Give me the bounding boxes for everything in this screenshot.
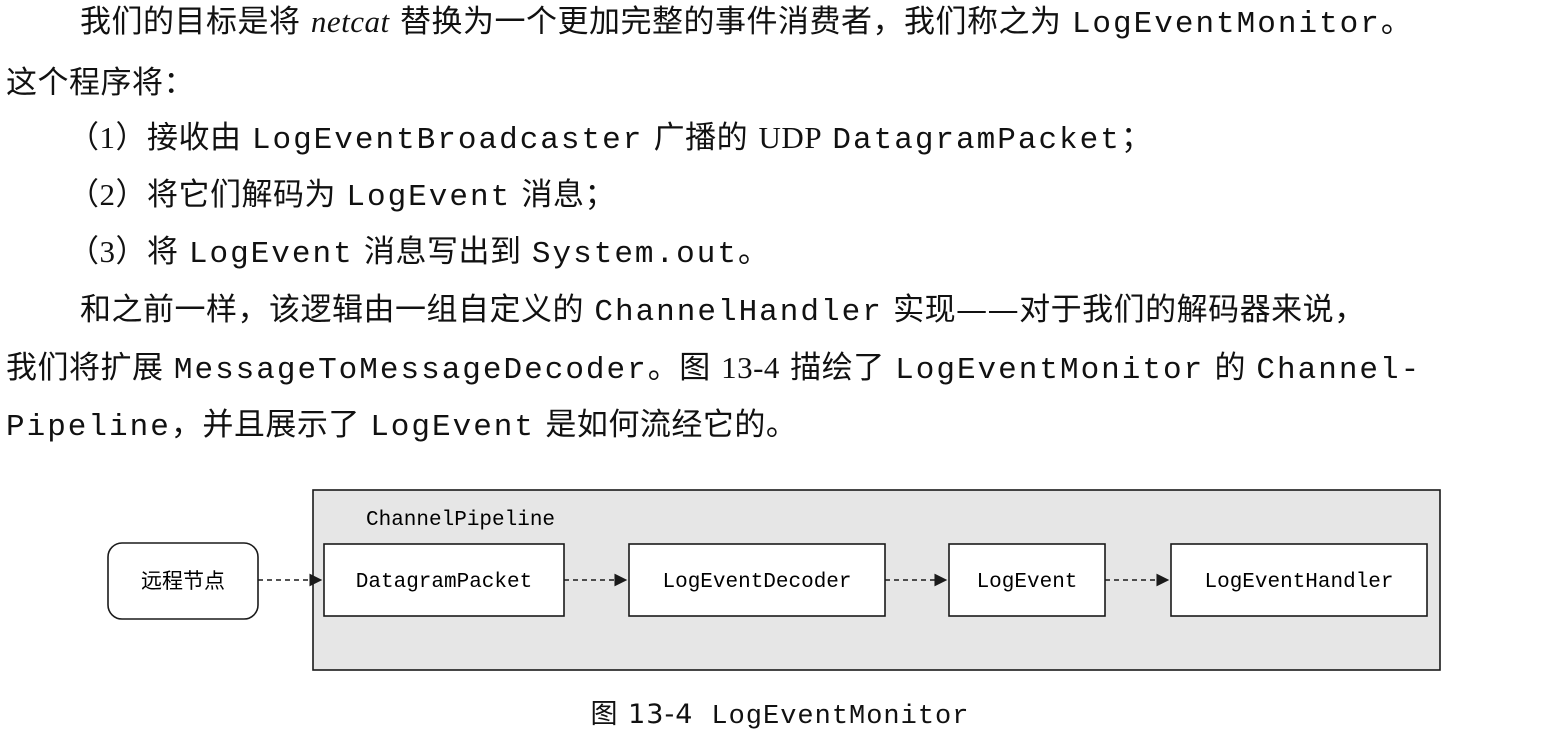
code-logeventmonitor: LogEventMonitor	[895, 353, 1205, 388]
list-number: （2）	[68, 177, 147, 212]
text: 描绘了	[779, 350, 896, 386]
code-channelhandler: ChannelHandler	[594, 295, 883, 330]
stage-label-logevent: LogEvent	[977, 571, 1078, 594]
text: 消息写出到	[353, 234, 532, 270]
text: 的	[1204, 350, 1257, 386]
code-logevent: LogEvent	[346, 180, 512, 215]
text: 。	[737, 234, 770, 270]
text: 接收由	[147, 120, 252, 156]
stage-label-logeventdecoder: LogEventDecoder	[662, 571, 851, 594]
paragraph-1-line-2: 这个程序将：	[6, 63, 195, 103]
list-number: （1）	[68, 120, 147, 155]
text: 实现——对于我们的解码器来说，	[882, 292, 1366, 328]
stage-box-logeventhandler	[1170, 543, 1428, 617]
text: 。图	[647, 350, 722, 386]
remote-node-box	[107, 542, 259, 620]
code-logevent: LogEvent	[188, 237, 354, 272]
remote-node-label: 远程节点	[141, 569, 225, 593]
text: 是如何流经它的。	[535, 407, 798, 443]
text: 我们的目标是将	[80, 4, 311, 40]
stage-label-datagrampacket: DatagramPacket	[356, 571, 532, 594]
code-datagrampacket: DatagramPacket	[832, 123, 1121, 158]
stage-label-logeventhandler: LogEventHandler	[1204, 571, 1393, 594]
text: 替换为一个更加完整的事件消费者，我们称之为	[389, 4, 1072, 40]
pipeline-diagram: ChannelPipeline 远程节点 DatagramPacket LogE…	[107, 489, 1441, 671]
text	[822, 120, 832, 156]
text: 将	[147, 234, 189, 270]
paragraph-2-line-3: Pipeline，并且展示了 LogEvent 是如何流经它的。	[6, 405, 797, 448]
figure-caption: 图 13-4 LogEventMonitor	[0, 697, 1560, 735]
channel-pipeline-title: ChannelPipeline	[366, 509, 555, 532]
text: 广播的	[643, 120, 759, 156]
caption-prefix: 图 13-4	[590, 699, 694, 730]
code-logevent: LogEvent	[370, 410, 536, 445]
stage-box-logeventdecoder	[628, 543, 886, 617]
code-broadcaster: LogEventBroadcaster	[251, 123, 644, 158]
text: 消息；	[511, 177, 617, 213]
paragraph-2-line-2: 我们将扩展 MessageToMessageDecoder。图 13-4 描绘了…	[6, 348, 1421, 391]
list-item-2: （2）将它们解码为 LogEvent 消息；	[68, 175, 616, 218]
text: ；	[1120, 120, 1153, 156]
paragraph-2-line-1: 和之前一样，该逻辑由一组自定义的 ChannelHandler 实现——对于我们…	[80, 290, 1366, 333]
code-pipeline: Pipeline	[6, 410, 171, 445]
text: ，并且展示了	[170, 407, 371, 443]
list-item-3: （3）将 LogEvent 消息写出到 System.out。	[68, 232, 769, 275]
udp-term: UDP	[758, 120, 823, 155]
caption-name: LogEventMonitor	[711, 702, 970, 732]
list-number: （3）	[68, 234, 147, 269]
figure-ref: 13-4	[721, 350, 780, 385]
text: 。	[1380, 4, 1413, 40]
code-system-out: System.out	[531, 237, 738, 272]
stage-box-logevent	[948, 543, 1106, 617]
code-channel: Channel-	[1256, 353, 1422, 388]
list-item-1: （1）接收由 LogEventBroadcaster 广播的 UDP Datag…	[68, 118, 1152, 161]
text: 和之前一样，该逻辑由一组自定义的	[80, 292, 595, 328]
text: 将它们解码为	[147, 177, 347, 213]
code-decoder: MessageToMessageDecoder	[173, 353, 648, 388]
stage-box-datagrampacket	[323, 543, 565, 617]
text: 这个程序将：	[6, 65, 195, 101]
text: 我们将扩展	[6, 350, 174, 386]
netcat-term: netcat	[310, 4, 390, 39]
code-logeventmonitor: LogEventMonitor	[1071, 7, 1381, 42]
paragraph-1-line-1: 我们的目标是将 netcat 替换为一个更加完整的事件消费者，我们称之为 Log…	[80, 2, 1412, 45]
